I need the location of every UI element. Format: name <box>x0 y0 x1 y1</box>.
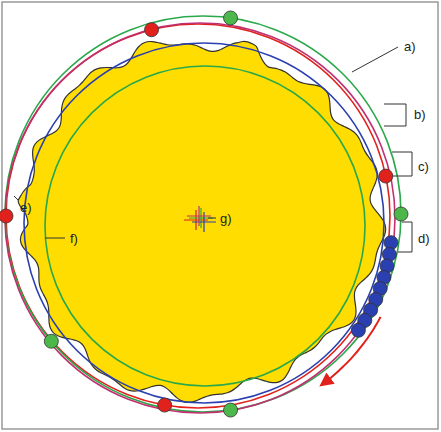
centre-cross <box>187 206 211 226</box>
contact-point-red <box>379 169 393 183</box>
callout-letter: f) <box>70 232 78 245</box>
circumscribed-circle <box>5 23 395 413</box>
frame <box>2 2 438 429</box>
callout-letter: a) <box>404 40 416 53</box>
contact-point-green <box>394 207 408 221</box>
callout-letter: b) <box>414 108 426 121</box>
leader-line <box>392 152 412 176</box>
contact-point-green <box>224 403 238 417</box>
rotation-arrow <box>322 317 381 385</box>
leader-line <box>398 222 412 252</box>
minimum-zone-circle <box>6 24 390 408</box>
least-squares-circle <box>24 43 384 403</box>
leader-line <box>45 238 65 239</box>
callout-letter: e) <box>20 201 32 214</box>
centre-cross <box>192 212 216 232</box>
contact-point-red <box>0 209 13 223</box>
contact-point-green <box>44 334 58 348</box>
contact-point-red <box>158 398 172 412</box>
inner-circle <box>45 66 365 386</box>
leader-line <box>208 218 216 219</box>
probe-point-blue <box>351 323 365 337</box>
callout-letter: d) <box>418 232 430 245</box>
callout-letter: g) <box>220 212 232 225</box>
callout-letter: c) <box>418 160 429 173</box>
leader-line <box>14 196 18 200</box>
contact-point-green <box>224 11 238 25</box>
outer-circle <box>5 16 401 412</box>
contact-point-red <box>145 23 159 37</box>
measured-profile <box>18 41 386 402</box>
leader-line <box>352 47 398 72</box>
leader-line <box>384 104 406 126</box>
